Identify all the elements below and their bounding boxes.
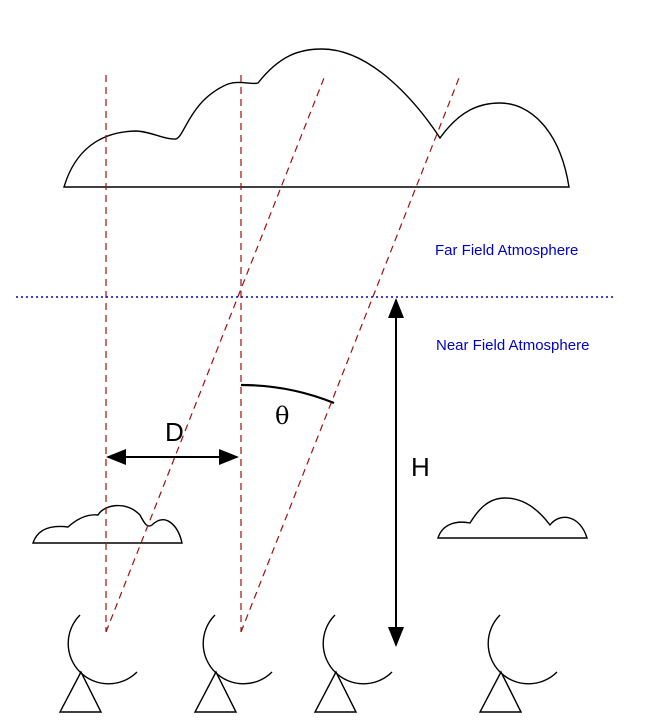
far-field-label: Far Field Atmosphere xyxy=(435,242,579,259)
height-label: H xyxy=(411,452,430,482)
antennas xyxy=(58,614,558,713)
small-cloud-left xyxy=(32,504,183,544)
near-field-label: Near Field Atmosphere xyxy=(436,337,590,354)
antenna-3 xyxy=(313,614,393,713)
antenna-1 xyxy=(58,614,138,713)
antenna-2 xyxy=(193,614,273,713)
angle-arc xyxy=(240,383,335,405)
rays xyxy=(105,75,460,633)
antenna-4 xyxy=(478,614,558,713)
distance-label: D xyxy=(165,417,184,447)
angle-label: θ xyxy=(275,402,290,430)
large-cloud xyxy=(63,48,570,188)
small-cloud-right xyxy=(437,497,588,539)
